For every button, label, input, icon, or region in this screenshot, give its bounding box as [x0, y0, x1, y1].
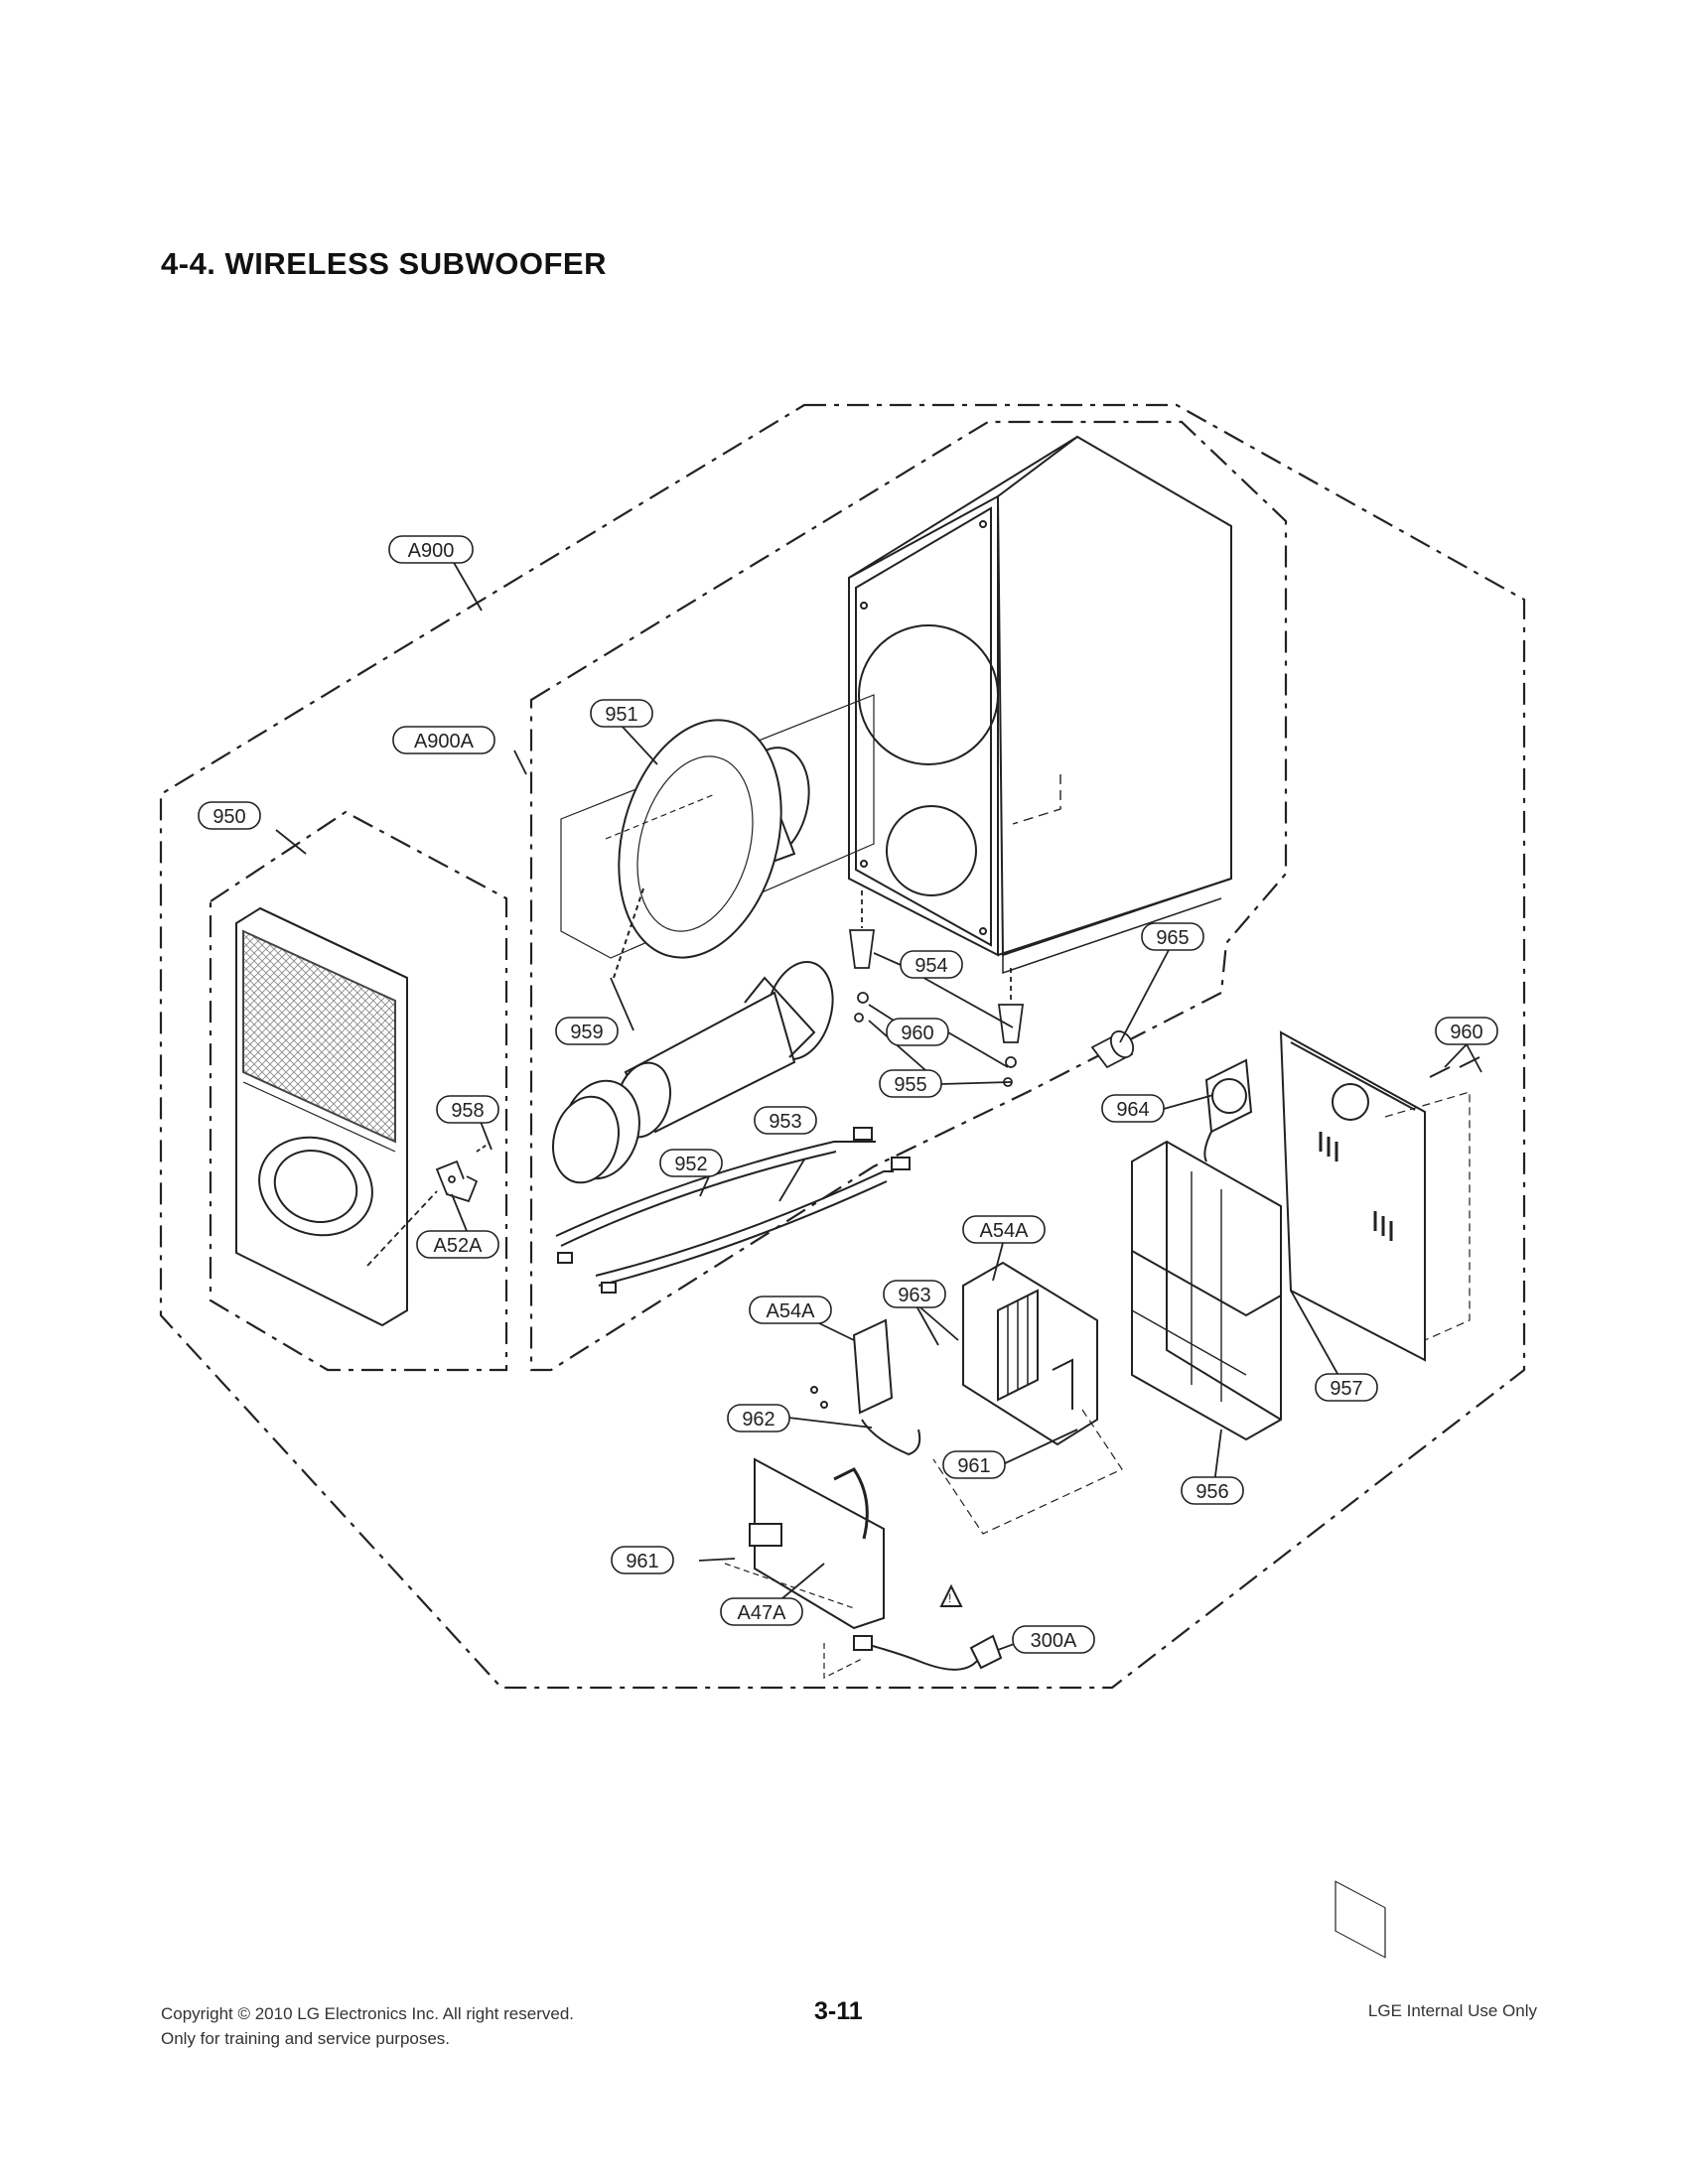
footer-copyright-block: Copyright © 2010 LG Electronics Inc. All… — [161, 2001, 574, 2051]
callout-957: 957 — [1315, 1373, 1378, 1402]
speaker-cables — [555, 1127, 911, 1294]
callout-a52a: A52A — [416, 1230, 499, 1259]
assembly-boundary-950 — [209, 810, 508, 1372]
callout-950-text: 950 — [212, 806, 245, 828]
front-grille-panel — [235, 906, 408, 1327]
power-cord: ! — [823, 1583, 1003, 1679]
page-title: 4-4. WIRELESS SUBWOOFER — [161, 246, 607, 281]
callout-a900-text: A900 — [408, 540, 455, 562]
callout-300a: 300A — [1012, 1625, 1095, 1654]
callout-960-left-text: 960 — [901, 1023, 933, 1044]
callout-961-right-text: 961 — [957, 1455, 990, 1477]
callout-954: 954 — [900, 950, 963, 979]
callout-963-text: 963 — [898, 1285, 930, 1306]
page-number: 3-11 — [814, 1997, 863, 2025]
callout-950: 950 — [198, 801, 261, 830]
footer-copyright: Copyright © 2010 LG Electronics Inc. All… — [161, 2004, 574, 2023]
callout-951-text: 951 — [605, 704, 637, 726]
bass-port-tube — [552, 960, 834, 1184]
callout-a52a-text: A52A — [434, 1235, 484, 1257]
bracket-a52a — [366, 1143, 490, 1267]
callout-a900: A900 — [388, 535, 474, 564]
callout-962: 962 — [727, 1404, 790, 1433]
part-965-connector — [1090, 1029, 1135, 1069]
callout-959-text: 959 — [570, 1022, 603, 1043]
small-board-a54a — [810, 1318, 921, 1456]
footer-internal-use: LGE Internal Use Only — [1367, 2001, 1537, 2020]
callout-961-left-text: 961 — [626, 1551, 658, 1572]
callout-300a-text: 300A — [1031, 1630, 1077, 1652]
leader-lines — [275, 560, 1482, 1651]
callout-957-text: 957 — [1330, 1378, 1362, 1400]
cabinet-feet — [848, 890, 1025, 1087]
callout-960-right-text: 960 — [1450, 1022, 1482, 1043]
woofer-driver — [560, 694, 875, 979]
callout-a54a-left-text: A54A — [767, 1300, 816, 1322]
callout-960-left: 960 — [886, 1018, 949, 1046]
cooling-fan — [1203, 1058, 1253, 1162]
callout-965: 965 — [1141, 922, 1204, 951]
callout-951: 951 — [590, 699, 653, 728]
callout-965-text: 965 — [1156, 927, 1189, 949]
assembly-boundary-a900 — [159, 403, 1526, 1690]
callout-a54a-right: A54A — [962, 1215, 1046, 1244]
callout-a900a-text: A900A — [414, 731, 475, 752]
callout-a900a: A900A — [392, 726, 495, 754]
callout-954-text: 954 — [914, 955, 947, 977]
callout-959: 959 — [555, 1017, 619, 1045]
callout-953: 953 — [754, 1106, 817, 1135]
svg-text:!: ! — [948, 1591, 951, 1605]
callout-961-left: 961 — [611, 1546, 674, 1574]
callout-956: 956 — [1181, 1476, 1244, 1505]
callout-a47a-text: A47A — [738, 1602, 787, 1624]
callout-958: 958 — [436, 1095, 499, 1124]
callout-955-text: 955 — [894, 1074, 926, 1096]
rear-panel — [1279, 1030, 1480, 1959]
callout-963: 963 — [883, 1280, 946, 1308]
amplifier-board-a54a — [932, 1261, 1123, 1535]
callout-961-right: 961 — [942, 1450, 1006, 1479]
callout-956-text: 956 — [1196, 1481, 1228, 1503]
assembly-boundary-a900a — [529, 420, 1288, 1372]
callout-955: 955 — [879, 1069, 942, 1098]
subwoofer-cabinet — [848, 435, 1232, 975]
callout-a47a: A47A — [720, 1597, 803, 1626]
chassis-frame — [1131, 1140, 1282, 1441]
callout-953-text: 953 — [769, 1111, 801, 1133]
callout-952-text: 952 — [674, 1154, 707, 1175]
callout-a54a-left: A54A — [749, 1296, 832, 1324]
callout-a54a-right-text: A54A — [980, 1220, 1030, 1242]
callout-964-text: 964 — [1116, 1099, 1149, 1121]
callout-962-text: 962 — [742, 1409, 774, 1431]
footer-note: Only for training and service purposes. — [161, 2029, 451, 2048]
callout-960-right: 960 — [1435, 1017, 1498, 1045]
callout-958-text: 958 — [451, 1100, 484, 1122]
callout-952: 952 — [659, 1149, 723, 1177]
callout-964: 964 — [1101, 1094, 1165, 1123]
input-board-a47a — [724, 1457, 885, 1630]
